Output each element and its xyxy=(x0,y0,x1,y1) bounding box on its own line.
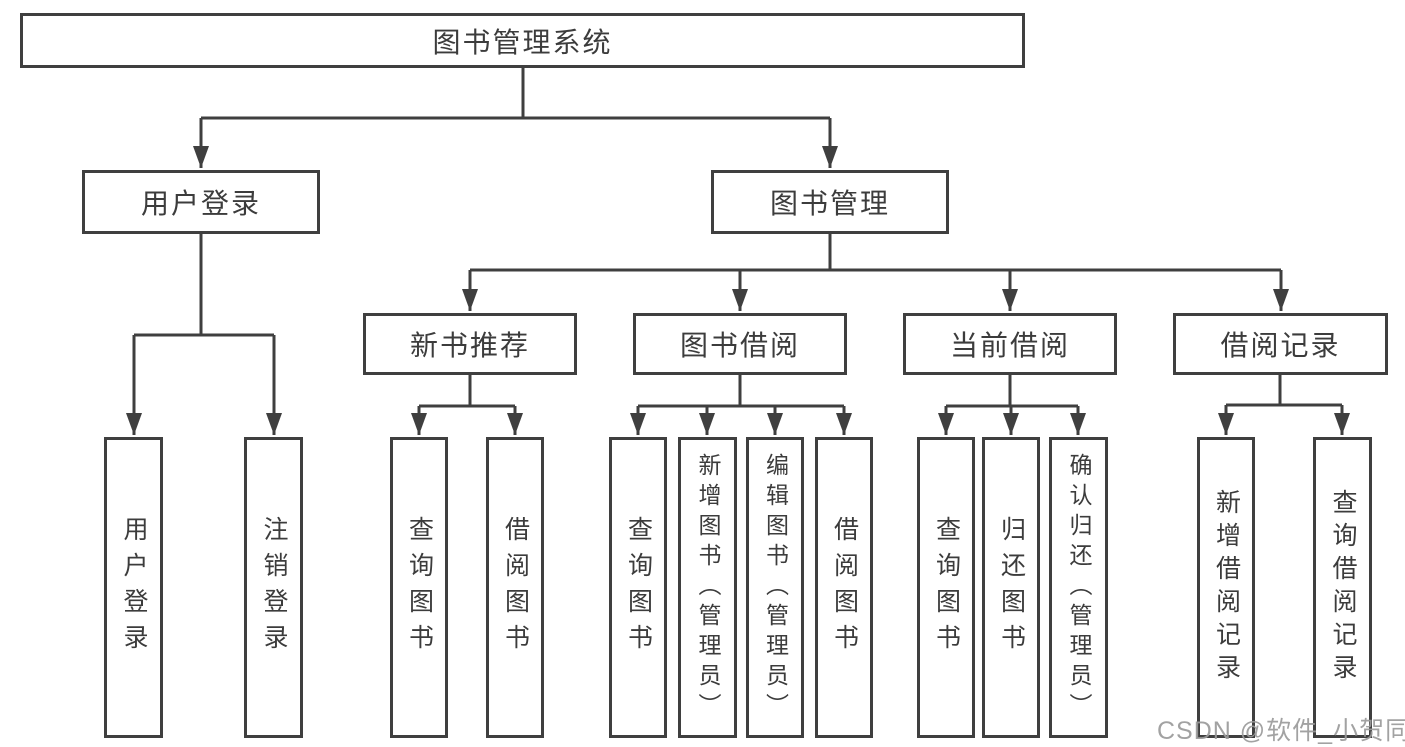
leaf-query-books-borrowing: 查询图书 xyxy=(609,437,667,738)
leaf-query-books-current: 查询图书 xyxy=(917,437,975,738)
csdn-watermark: CSDN @软件_小贺同学 xyxy=(1157,717,1405,745)
node-borrowing-records: 借阅记录 xyxy=(1173,313,1388,375)
leaf-user-login: 用户登录 xyxy=(104,437,163,738)
leaf-return-books: 归还图书 xyxy=(982,437,1040,738)
node-current-borrowing: 当前借阅 xyxy=(903,313,1117,375)
leaf-borrow-books-borrowing: 借阅图书 xyxy=(815,437,873,738)
node-user-login: 用户登录 xyxy=(82,170,320,234)
node-library-management-system: 图书管理系统 xyxy=(20,13,1025,68)
leaf-logout: 注销登录 xyxy=(244,437,303,738)
node-book-management: 图书管理 xyxy=(711,170,949,234)
leaf-query-books-recommend: 查询图书 xyxy=(390,437,448,738)
leaf-add-book-admin: 新增图书（管理员） xyxy=(678,437,737,738)
leaf-add-borrow-record: 新增借阅记录 xyxy=(1197,437,1255,738)
leaf-borrow-books-recommend: 借阅图书 xyxy=(486,437,544,738)
node-book-borrowing: 图书借阅 xyxy=(633,313,847,375)
leaf-query-borrow-record: 查询借阅记录 xyxy=(1313,437,1372,738)
node-new-book-recommendation: 新书推荐 xyxy=(363,313,577,375)
leaf-confirm-return-admin: 确认归还（管理员） xyxy=(1049,437,1108,738)
leaf-edit-book-admin: 编辑图书（管理员） xyxy=(746,437,804,738)
